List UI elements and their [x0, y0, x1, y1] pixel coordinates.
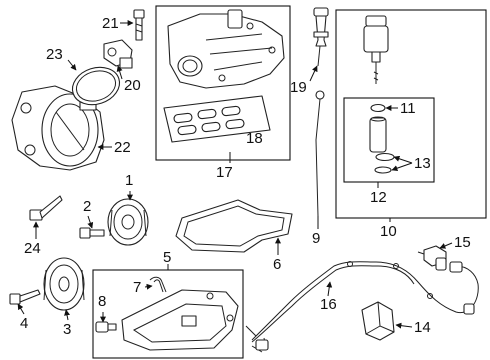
drain-plug [95, 321, 117, 333]
pulley-bolt [9, 289, 41, 305]
callout-4: 4 [20, 315, 29, 332]
throttle-body-gasket [71, 66, 121, 106]
intake-gaskets [163, 95, 271, 143]
throttle-body [11, 85, 105, 171]
crankshaft-pulley [43, 257, 85, 311]
oil-filter-element [369, 116, 387, 153]
callout-11: 11 [400, 100, 416, 117]
wiring-harness [245, 261, 479, 353]
callout-14: 14 [414, 319, 431, 336]
callout-22: 22 [114, 139, 131, 156]
sensor-bolt [133, 9, 145, 41]
intake-manifold [167, 9, 285, 89]
long-bolt [29, 195, 63, 221]
callout-7: 7 [133, 279, 142, 296]
oil-filter-housing [363, 15, 389, 84]
oil-pressure-sensor [417, 245, 447, 271]
callout-8: 8 [98, 293, 107, 310]
filter-o-rings [374, 152, 395, 174]
callout-10: 10 [380, 223, 397, 240]
intake-manifold-box [155, 5, 291, 161]
filter-seal [370, 103, 386, 113]
callout-3: 3 [63, 321, 72, 338]
callout-1: 1 [125, 172, 134, 189]
damper-bolt [79, 227, 105, 239]
callout-15: 15 [454, 234, 471, 251]
map-sensor [103, 39, 133, 69]
oil-pickup-tube [149, 276, 167, 293]
dipstick-tube [313, 7, 329, 67]
callout-9: 9 [312, 230, 321, 247]
callout-20: 20 [124, 77, 141, 94]
callout-17: 17 [216, 164, 233, 181]
callout-18: 18 [246, 130, 263, 147]
callout-6: 6 [273, 256, 282, 273]
sensor-module [361, 301, 395, 341]
leader-lines [17, 20, 453, 329]
callout-24: 24 [24, 240, 41, 257]
callout-5: 5 [163, 249, 172, 266]
callout-21: 21 [102, 15, 119, 32]
callout-2: 2 [83, 198, 92, 215]
callout-19: 19 [290, 79, 307, 96]
oil-pan [121, 289, 239, 351]
callout-12: 12 [370, 189, 387, 206]
callout-16: 16 [320, 296, 337, 313]
crankshaft-damper [107, 198, 149, 246]
oil-pan-gasket [175, 199, 293, 253]
dipstick [315, 90, 325, 217]
callout-13: 13 [414, 155, 431, 172]
callout-23: 23 [46, 46, 63, 63]
oil-filter-box [335, 9, 487, 219]
oil-filter-element-box [343, 97, 435, 183]
